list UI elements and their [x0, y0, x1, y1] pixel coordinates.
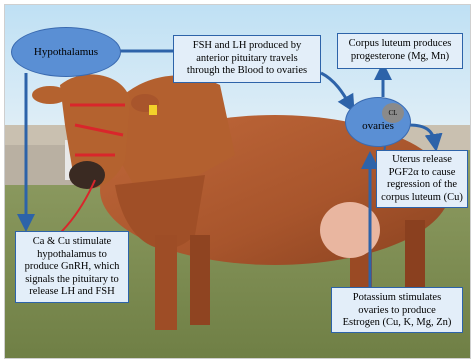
uterus-line-2: PGF2α to cause [377, 167, 467, 180]
fsh-lh-line-3: through the Blood to ovaries [174, 65, 320, 78]
arrow-ovaries-to-uterus [409, 125, 435, 143]
ca-cu-line-5: release LH and FSH [16, 286, 128, 299]
cl-label: CL [389, 109, 398, 117]
fsh-lh-line-2: anterior pituitary travels [174, 53, 320, 66]
ovaries-node: ovaries [345, 97, 411, 147]
hypothalamus-node: Hypothalamus [11, 27, 121, 77]
corpus-luteum-box: Corpus luteum produces progesterone (Mg,… [337, 33, 463, 69]
hypothalamus-label: Hypothalamus [34, 46, 98, 58]
arrow-fsh-to-ovaries [321, 73, 350, 105]
corpus-luteum-line-1: Corpus luteum produces [338, 38, 462, 51]
corpus-luteum-line-2: progesterone (Mg, Mn) [338, 51, 462, 64]
potassium-box: Potassium stimulates ovaries to produce … [331, 287, 463, 333]
potassium-line-1: Potassium stimulates [332, 292, 462, 305]
ca-cu-line-1: Ca & Cu stimulate [16, 236, 128, 249]
potassium-line-2: ovaries to produce [332, 305, 462, 318]
uterus-line-3: regression of the [377, 179, 467, 192]
ca-cu-line-2: hypothalamus to [16, 249, 128, 262]
uterus-box: Uterus release PGF2α to cause regression… [376, 150, 468, 208]
uterus-line-4: corpus luteum (Cu) [377, 192, 467, 205]
ca-cu-box: Ca & Cu stimulate hypothalamus to produc… [15, 231, 129, 303]
ca-cu-line-3: produce GnRH, which [16, 261, 128, 274]
diagram-scene: Hypothalamus ovaries CL FSH and LH produ… [4, 4, 471, 359]
ca-cu-line-4: signals the pituitary to [16, 274, 128, 287]
fsh-lh-box: FSH and LH produced by anterior pituitar… [173, 35, 321, 83]
fsh-lh-line-1: FSH and LH produced by [174, 40, 320, 53]
corpus-luteum-cl-node: CL [382, 103, 404, 123]
potassium-line-3: Estrogen (Cu, K, Mg, Zn) [332, 317, 462, 330]
uterus-line-1: Uterus release [377, 154, 467, 167]
